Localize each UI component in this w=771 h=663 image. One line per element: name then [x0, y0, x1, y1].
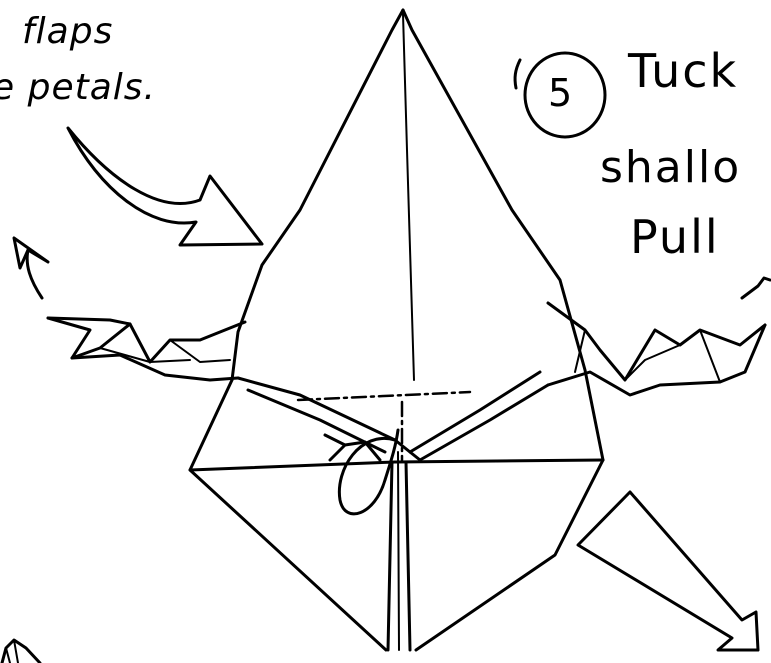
annotation-shallow: shallo: [600, 142, 742, 193]
dashed-fold-line: [296, 390, 472, 402]
annotation-tuck: Tuck: [628, 44, 739, 98]
right-petal-flap: [546, 301, 767, 397]
left-up-arrow: [12, 236, 50, 300]
step-number-circle: [513, 51, 607, 139]
lower-body: [188, 378, 605, 652]
lower-right-arrow: [576, 490, 760, 652]
step-number: 5: [548, 71, 573, 115]
cone-shape: [230, 8, 605, 462]
annotation-flaps: flaps: [22, 11, 114, 52]
right-edge-fragment: [740, 276, 771, 300]
fold-band: [236, 370, 550, 462]
bottom-left-fragment: [0, 638, 42, 663]
left-petal-flap: [46, 316, 247, 382]
tuck-loop-arrow: [323, 428, 400, 516]
annotation-petals: e petals.: [0, 67, 156, 108]
annotation-pull: Pull: [630, 210, 720, 264]
curved-arrow-to-cone: [66, 126, 264, 247]
